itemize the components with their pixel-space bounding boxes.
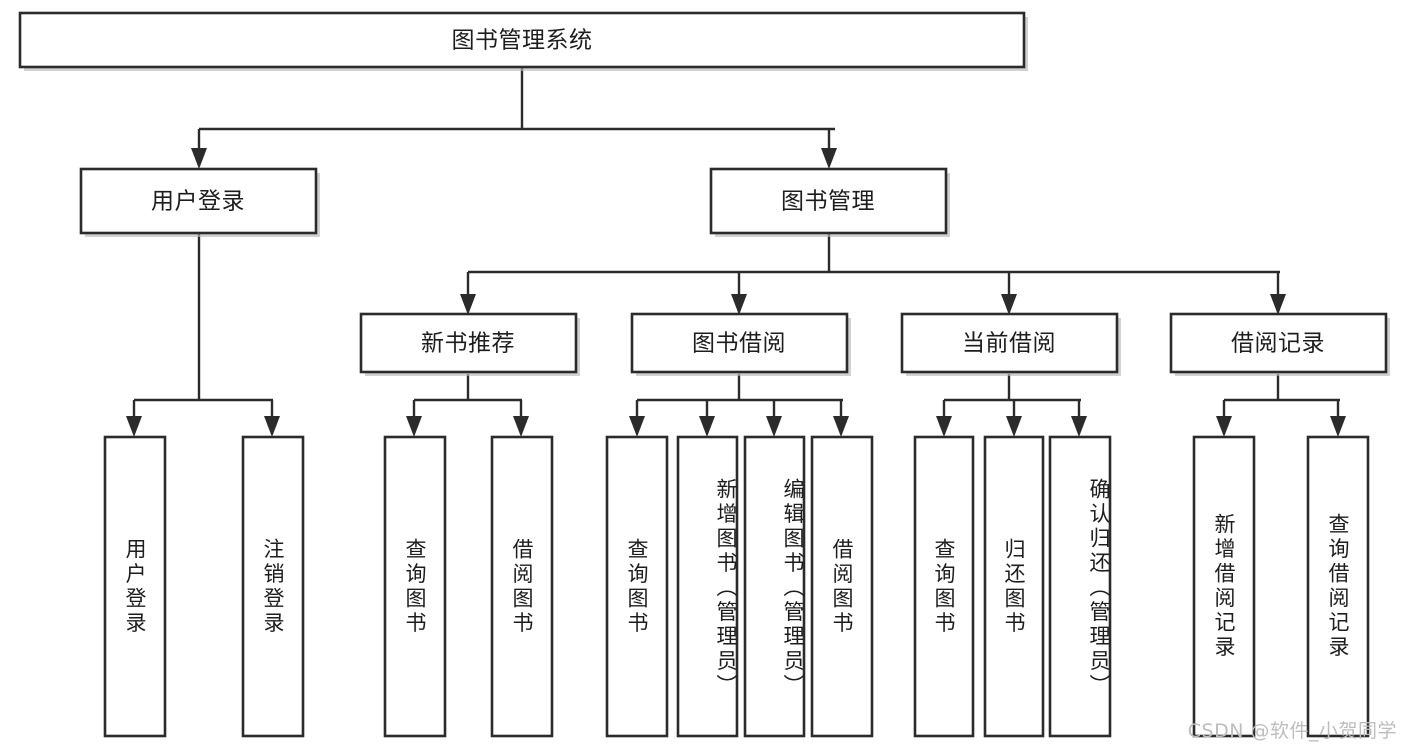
node-user-login[interactable]: 用户登录 xyxy=(79,167,320,237)
leaf-box-add-book[interactable] xyxy=(676,435,739,738)
arrow-to-book-manage xyxy=(821,148,837,169)
node-current-borrow-label: 当前借阅 xyxy=(962,331,1056,357)
node-borrow-record-label: 借阅记录 xyxy=(1231,331,1325,357)
leaf-box-query-book-2[interactable] xyxy=(605,435,669,738)
arrow-leaf-query-book-1 xyxy=(406,416,422,437)
node-root-label: 图书管理系统 xyxy=(452,28,593,54)
arrow-leaf-query-record xyxy=(1330,416,1346,437)
arrow-leaf-query-book-2 xyxy=(629,416,645,437)
arrow-to-new-book-rec xyxy=(460,294,476,315)
leaf-box-borrow-book-1[interactable] xyxy=(490,435,554,738)
leaf-box-borrow-book-2[interactable] xyxy=(810,435,874,738)
leaf-boxes xyxy=(103,435,1370,738)
node-root[interactable]: 图书管理系统 xyxy=(18,11,1028,71)
node-borrow-record[interactable]: 借阅记录 xyxy=(1169,312,1390,376)
arrow-leaf-confirm-return xyxy=(1071,416,1087,437)
arrow-leaf-edit-book xyxy=(766,416,782,437)
node-book-borrow[interactable]: 图书借阅 xyxy=(630,312,851,376)
node-book-manage[interactable]: 图书管理 xyxy=(709,167,950,237)
node-new-book-rec-label: 新书推荐 xyxy=(421,331,515,357)
arrow-leaf-query-book-3 xyxy=(936,416,952,437)
leaf-box-logout[interactable] xyxy=(241,435,305,738)
node-current-borrow[interactable]: 当前借阅 xyxy=(900,312,1121,376)
leaf-box-user-login[interactable] xyxy=(103,435,167,738)
leaf-box-query-book-1[interactable] xyxy=(383,435,447,738)
leaf-box-query-book-3[interactable] xyxy=(913,435,975,738)
arrow-leaf-borrow-book-2 xyxy=(833,416,849,437)
arrow-leaf-return-book xyxy=(1006,416,1022,437)
leaf-box-confirm-return[interactable] xyxy=(1048,435,1112,738)
arrow-leaf-add-record xyxy=(1216,416,1232,437)
node-user-login-label: 用户登录 xyxy=(151,189,245,215)
node-book-manage-label: 图书管理 xyxy=(781,189,875,215)
arrow-leaf-add-book xyxy=(699,416,715,437)
watermark-text: CSDN @软件_小贺同学 xyxy=(1187,720,1397,742)
arrow-to-user-login xyxy=(191,148,207,169)
arrow-to-current-borrow xyxy=(1001,294,1017,315)
arrow-leaf-borrow-book-1 xyxy=(513,416,529,437)
arrow-to-book-borrow xyxy=(731,294,747,315)
leaf-box-query-record[interactable] xyxy=(1306,435,1370,738)
arrow-to-borrow-record xyxy=(1270,294,1286,315)
leaf-box-edit-book[interactable] xyxy=(743,435,806,738)
node-new-book-rec[interactable]: 新书推荐 xyxy=(359,312,580,376)
arrow-leaf-logout xyxy=(264,416,280,437)
node-book-borrow-label: 图书借阅 xyxy=(692,331,786,357)
leaf-box-return-book[interactable] xyxy=(983,435,1045,738)
leaf-box-add-record[interactable] xyxy=(1192,435,1256,738)
arrow-leaf-user-login xyxy=(126,416,142,437)
connector-layer xyxy=(126,67,1346,437)
